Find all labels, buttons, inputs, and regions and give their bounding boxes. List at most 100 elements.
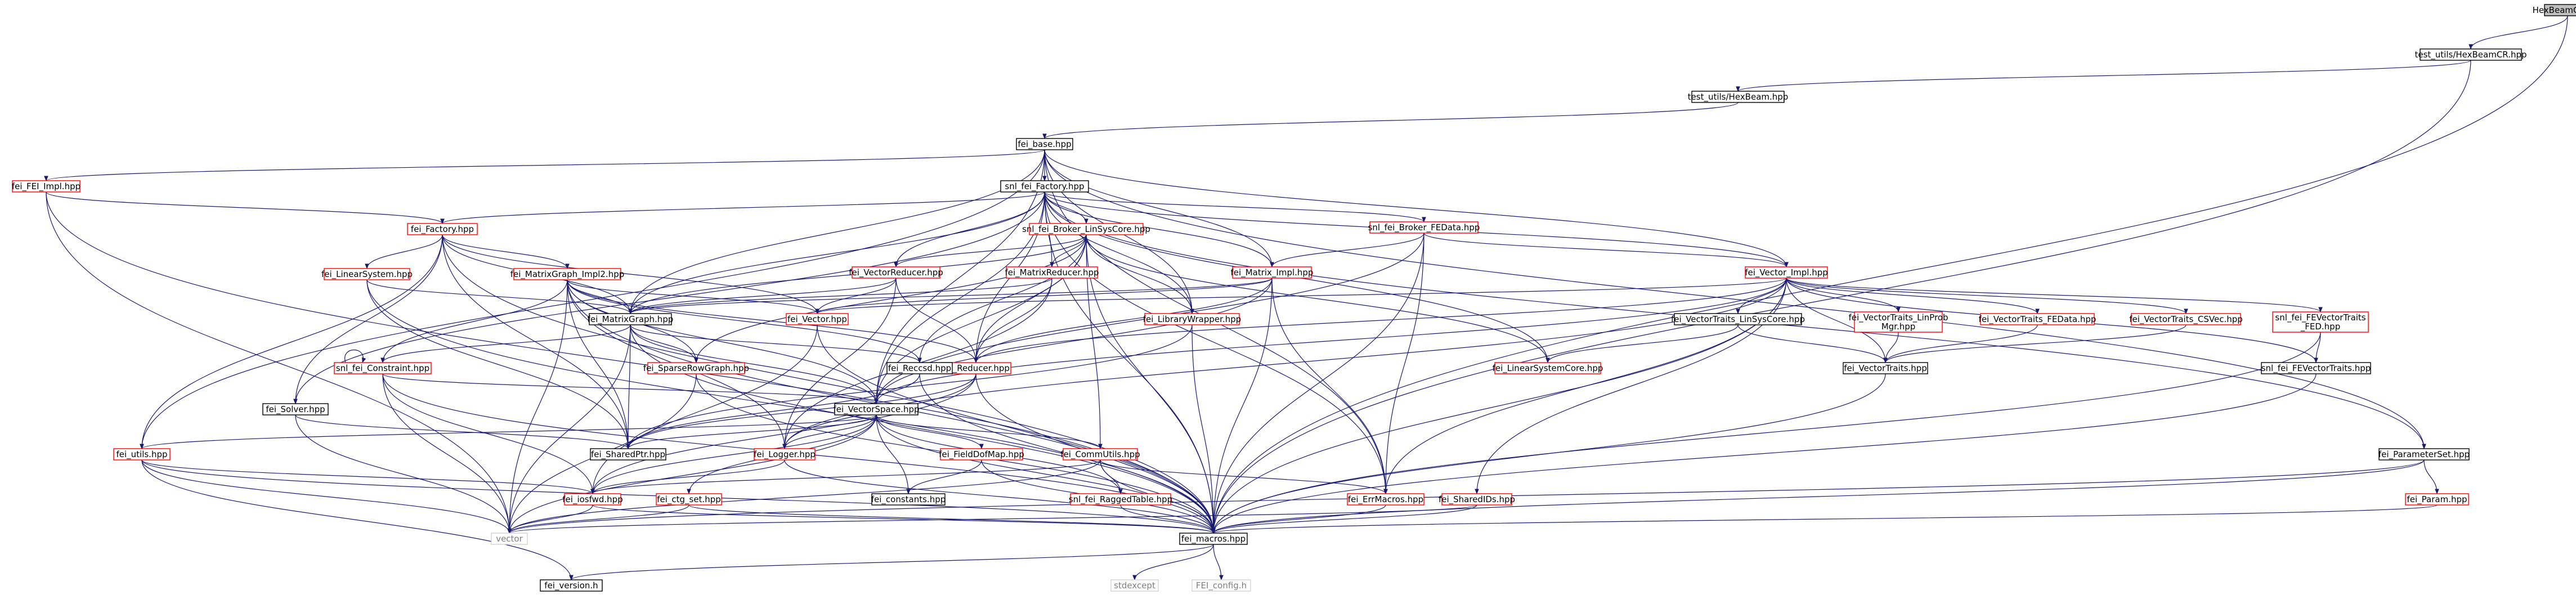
node-fei_commutils[interactable]: fei_CommUtils.hpp <box>1060 448 1140 461</box>
node-box <box>1745 266 1828 279</box>
node-snl_broker_linsyscore[interactable]: snl_fei_Broker_LinSysCore.hpp <box>1022 223 1150 235</box>
node-fei_factory[interactable]: fei_Factory.hpp <box>407 223 478 235</box>
node-fei_vectorspace[interactable]: fei_VectorSpace.hpp <box>833 403 920 415</box>
node-box <box>647 362 745 374</box>
edge-fei_reccsr-to-fei_sharedptr <box>626 373 920 449</box>
node-box <box>1232 266 1312 279</box>
edge-fei_iosfwd-to-vector <box>507 504 593 534</box>
node-box <box>1441 493 1512 506</box>
edge-fei_vector-to-fei_iosfwd <box>590 324 818 494</box>
node-fei_linearsystem[interactable]: fei_LinearSystem.hpp <box>321 268 413 280</box>
edge-fei_vectorspace-to-vector <box>507 414 877 534</box>
node-vector: vector <box>491 533 528 545</box>
edge-fei_matrix_impl-to-fei_macros <box>1211 278 1273 534</box>
node-fei_reducer[interactable]: fei_Reducer.hpp <box>940 362 1011 374</box>
edge-snl_broker_linsyscore-to-fei_reccsr <box>917 234 1087 363</box>
node-fei_vectortraits_csvec[interactable]: fei_VectorTraits_CSVec.hpp <box>2129 313 2243 325</box>
node-fei_matrixgraph_impl2[interactable]: fei_MatrixGraph_Impl2.hpp <box>510 268 625 280</box>
node-label: test_utils/HexBeam.hpp <box>1688 92 1789 102</box>
edge-fei_base-to-fei_parameterset <box>1044 149 2426 449</box>
edge-fei_matrixgraph_impl2-to-vector <box>507 279 568 534</box>
edge-fei_vector_impl-to-fei_vectorspace <box>874 278 1787 404</box>
node-fei_constants[interactable]: fei_constants.hpp <box>871 493 946 506</box>
node-label: HexBeamCR.cpp <box>2533 5 2576 15</box>
node-box <box>2378 448 2470 461</box>
node-fei_base[interactable]: fei_base.hpp <box>1016 138 1073 150</box>
node-fei_sharedptr[interactable]: fei_SharedPtr.hpp <box>590 448 666 461</box>
node-fei_fielddofmap[interactable]: fei_FieldDofMap.hpp <box>939 448 1024 461</box>
node-fei_param[interactable]: fei_Param.hpp <box>2405 493 2469 506</box>
edge-fei_matrix_impl-to-fei_reducer <box>974 278 1273 363</box>
node-box <box>407 223 478 235</box>
edge-fei_base-to-fei_vector_impl <box>1044 149 1789 267</box>
edge-fei_vector_impl-to-snl_fevectortraits_fed <box>1786 278 2323 312</box>
node-fei_errmacros[interactable]: fei_ErrMacros.hpp <box>1347 493 1424 506</box>
node-tu_hexbeamcr[interactable]: test_utils/HexBeamCR.hpp <box>2414 48 2527 61</box>
node-fei_fei_impl[interactable]: fei_FEI_Impl.hpp <box>12 180 80 193</box>
node-label: fei_SparseRowGraph.hpp <box>643 363 749 374</box>
edge-fei_base-to-fei_vectorspace <box>874 149 1045 404</box>
node-fei_utils[interactable]: fei_utils.hpp <box>113 448 171 461</box>
node-label: fei_LinearSystem.hpp <box>321 269 413 280</box>
edge-snl_broker_fedata-to-fei_vector_impl <box>1423 233 1789 267</box>
node-snl_fevectortraits[interactable]: snl_fei_FEVectorTraits.hpp <box>2261 362 2371 374</box>
edge-fei_linearsystem-to-fei_macros <box>366 279 1216 534</box>
node-fei_vectortraits_linsyscore[interactable]: fei_VectorTraits_LinSysCore.hpp <box>1671 313 1805 325</box>
node-fei_ctg_set[interactable]: fei_ctg_set.hpp <box>656 493 722 506</box>
node-label: fei_Matrix_Impl.hpp <box>1231 267 1314 278</box>
node-label: _FED.hpp <box>2300 321 2340 332</box>
node-fei_reccsr[interactable]: fei_Reccsd.hpp <box>886 362 953 374</box>
node-fei_version[interactable]: fei_version.h <box>540 579 603 592</box>
node-label: fei_MatrixGraph_Impl2.hpp <box>510 269 625 280</box>
edge-fei_librarywrapper-to-fei_sharedptr <box>626 324 1193 449</box>
node-fei_matrix_impl[interactable]: fei_Matrix_Impl.hpp <box>1231 266 1314 279</box>
edge-fei_ctg_set-to-fei_macros <box>688 504 1216 534</box>
node-snl_raggedtable[interactable]: snl_fei_RaggedTable.hpp <box>1069 493 1172 506</box>
node-snl_broker_fedata[interactable]: snl_fei_Broker_FEData.hpp <box>1368 221 1480 234</box>
node-fei_matrixreducer[interactable]: fei_MatrixReducer.hpp <box>1005 266 1099 279</box>
node-fei_sharedids[interactable]: fei_SharedIDs.hpp <box>1439 493 1515 506</box>
node-label: fei_VectorTraits_LinProb <box>1848 312 1948 323</box>
edge-snl_broker_fedata-to-fei_matrix_impl <box>1270 233 1424 267</box>
edge-snl_factory-to-snl_broker_fedata <box>1044 191 1426 222</box>
edge-fei_reducer-to-fei_iosfwd <box>590 373 976 494</box>
edge-snl_raggedtable-to-fei_macros <box>1120 504 1216 534</box>
node-box <box>852 266 940 279</box>
node-fei_vectortraits[interactable]: fei_VectorTraits.hpp <box>1843 362 1928 374</box>
node-fei_matrixgraph[interactable]: fei_MatrixGraph.hpp <box>588 313 674 325</box>
node-label: fei_constants.hpp <box>871 494 946 505</box>
node-fei_macros[interactable]: fei_macros.hpp <box>1179 533 1248 545</box>
node-fei_constraint[interactable]: snl_fei_Constraint.hpp <box>334 362 432 374</box>
node-label: fei_MatrixReducer.hpp <box>1005 267 1099 278</box>
edge-fei_vector-to-fei_macros <box>817 324 1216 534</box>
node-fei_logger[interactable]: fei_Logger.hpp <box>754 448 816 461</box>
node-box <box>1179 533 1248 545</box>
edge-fei_constraint-to-fei_vectorspace <box>382 373 879 404</box>
node-fei_solver[interactable]: fei_Solver.hpp <box>262 403 329 415</box>
node-fei_vector_impl[interactable]: fei_Vector_Impl.hpp <box>1745 266 1828 279</box>
node-fei_iosfwd[interactable]: fei_iosfwd.hpp <box>562 493 623 506</box>
node-fei_vectorreducer[interactable]: fei_VectorReducer.hpp <box>849 266 943 279</box>
node-label: fei_Param.hpp <box>2407 494 2467 505</box>
node-label: fei_FieldDofMap.hpp <box>939 449 1024 460</box>
node-fei_sparserowgraph[interactable]: fei_SparseRowGraph.hpp <box>643 362 749 374</box>
node-fei_parameterset[interactable]: fei_ParameterSet.hpp <box>2378 448 2470 461</box>
node-label: fei_Reducer.hpp <box>942 363 1010 374</box>
edge-fei_solver-to-vector <box>295 414 512 534</box>
node-box <box>334 362 432 374</box>
node-fei_librarywrapper[interactable]: fei_LibraryWrapper.hpp <box>1143 313 1242 325</box>
node-snl_factory[interactable]: snl_fei_Factory.hpp <box>1000 180 1089 193</box>
edge-fei_factory-to-fei_solver <box>293 234 443 404</box>
node-snl_fevectortraits_fed[interactable]: snl_fei_FEVectorTraits_FED.hpp <box>2272 311 2369 333</box>
node-fei_vectortraits_fedata[interactable]: fei_VectorTraits_FEData.hpp <box>1979 313 2096 325</box>
node-box <box>1070 493 1171 506</box>
node-root: HexBeamCR.cpp <box>2533 4 2576 16</box>
node-box <box>1000 180 1089 193</box>
node-fei_vector[interactable]: fei_Vector.hpp <box>786 313 849 325</box>
node-tu_hexbeam[interactable]: test_utils/HexBeam.hpp <box>1688 91 1789 103</box>
edge-fei_commutils-to-fei_iosfwd <box>590 459 1101 494</box>
node-fei_linearsystemcore[interactable]: fei_LinearSystemCore.hpp <box>1493 362 1603 374</box>
edge-fei_constraint-to-fei_constraint <box>344 350 366 363</box>
node-label: fei_Vector.hpp <box>787 314 847 325</box>
